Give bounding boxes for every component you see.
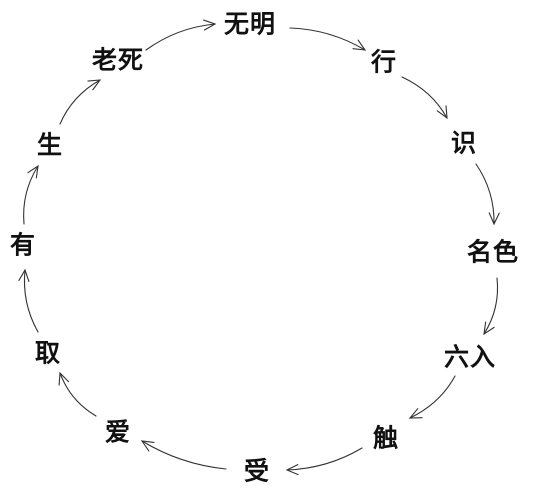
- node-mingse: 名色: [466, 237, 520, 267]
- node-xing: 行: [370, 47, 398, 77]
- arrowhead-icon: [408, 408, 423, 419]
- node-shi: 识: [450, 128, 478, 158]
- cycle-arrow-12: [145, 23, 216, 51]
- node-qu: 取: [34, 338, 62, 368]
- arrowhead-icon: [18, 268, 30, 282]
- cycle-arrow-9: [23, 269, 39, 333]
- node-liuru: 六入: [443, 342, 497, 372]
- cycle-arrow-3: [475, 163, 495, 225]
- cycle-arrow-1: [289, 27, 366, 51]
- cycle-arrow-10: [23, 165, 39, 225]
- cycle-arrow-6: [286, 447, 363, 471]
- arrowhead-icon: [27, 164, 39, 179]
- arrowhead-icon: [488, 212, 500, 226]
- node-sheng: 生: [36, 130, 64, 160]
- arrowhead-icon: [352, 39, 367, 51]
- cycle-arrow-4: [483, 277, 499, 335]
- arrowhead-icon: [58, 371, 70, 386]
- node-you: 有: [9, 230, 37, 260]
- arrowhead-icon: [203, 19, 217, 31]
- cycle-arrow-5: [409, 375, 456, 419]
- cycle-arrow-7: [141, 440, 227, 470]
- cycle-arrow-11: [59, 79, 101, 125]
- node-chu: 触: [372, 423, 400, 453]
- node-ai: 爱: [104, 417, 132, 447]
- arrowhead-icon: [285, 464, 299, 476]
- arrowhead-icon: [87, 79, 102, 91]
- node-wuming: 无明: [223, 9, 277, 39]
- node-laosi: 老死: [91, 45, 145, 75]
- cycle-arrow-8: [59, 372, 97, 417]
- arrowhead-icon: [140, 440, 155, 452]
- cycle-arrow-2: [401, 76, 448, 119]
- node-shou: 受: [243, 456, 271, 486]
- arrowhead-icon: [436, 105, 448, 120]
- arrowhead-icon: [483, 321, 495, 336]
